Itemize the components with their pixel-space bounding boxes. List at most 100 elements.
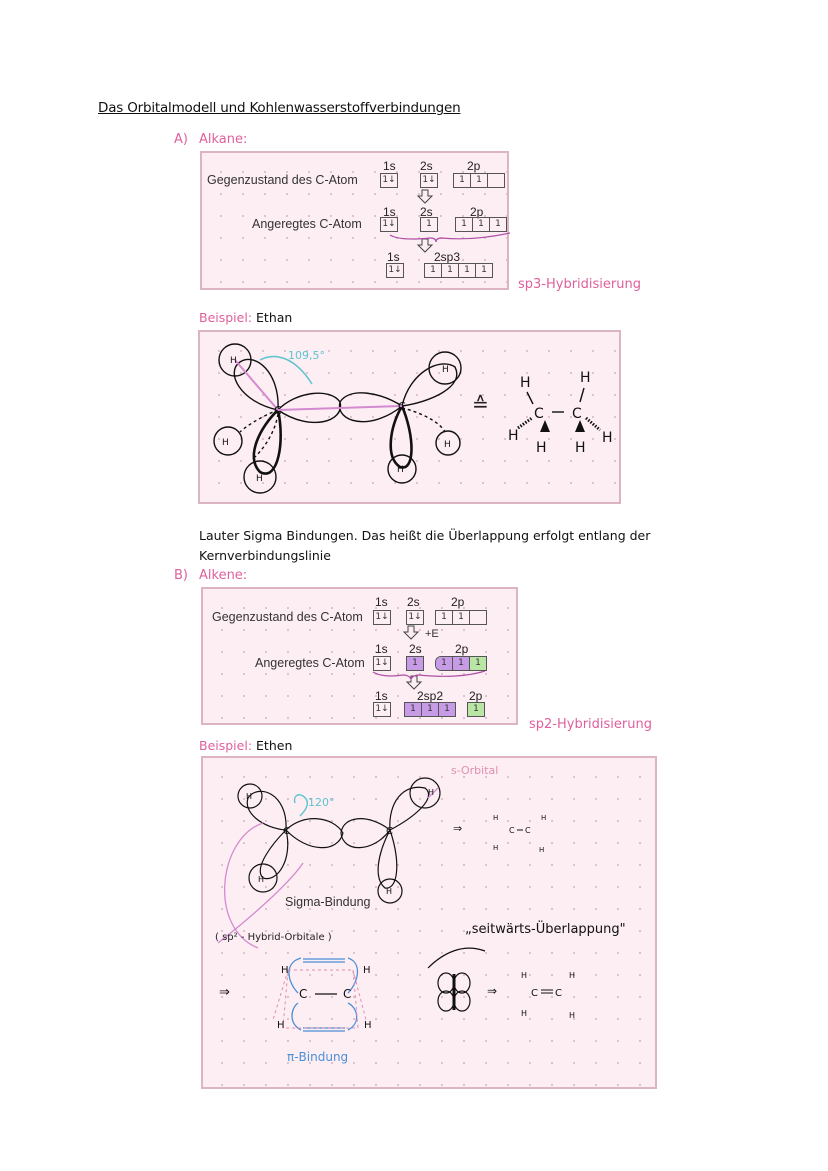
angle-label: 109,5° bbox=[288, 349, 325, 362]
ground-state-label: Gegenzustand des C-Atom bbox=[207, 173, 358, 187]
section-a-marker: A) bbox=[174, 132, 188, 147]
arrow-icon: ⇒ bbox=[453, 823, 463, 835]
svg-text:C: C bbox=[572, 406, 582, 422]
svg-text:H: H bbox=[536, 440, 547, 456]
down-arrow-icon bbox=[372, 625, 486, 690]
hybrid-orbital-label: ( sp² - Hybrid-Orbitale ) bbox=[215, 932, 332, 943]
svg-text:H: H bbox=[444, 440, 451, 450]
orbital-box-2p: 1 1 bbox=[435, 610, 487, 625]
orbital-box-2s: 1 bbox=[420, 217, 438, 232]
electron-cell: 1 bbox=[439, 703, 455, 716]
orbital-label-2p: 2p bbox=[470, 205, 484, 219]
svg-text:C: C bbox=[398, 400, 406, 413]
sp2-hybridization-label: sp2-Hybridisierung bbox=[529, 717, 652, 732]
example-label: Beispiel: bbox=[199, 310, 253, 325]
svg-text:H: H bbox=[442, 365, 449, 375]
electron-cell: 1↓ bbox=[375, 612, 389, 622]
angle-label: 120° bbox=[308, 796, 335, 809]
alkene-config-diagram: 1s 2s 2p Gegenzustand des C-Atom 1↓ 1↓ 1… bbox=[201, 587, 518, 725]
electron-cell: 1 bbox=[436, 611, 453, 624]
svg-text:H: H bbox=[363, 965, 371, 976]
excited-state-label: Angeregtes C-Atom bbox=[252, 217, 362, 231]
section-b-marker: B) bbox=[174, 568, 188, 583]
electron-cell: 1↓ bbox=[408, 612, 422, 622]
orbital-label-2sp3: 2sp3 bbox=[434, 250, 461, 264]
orbital-label-1s: 1s bbox=[375, 689, 388, 703]
orbital-label-1s: 1s bbox=[383, 159, 396, 173]
example-ethan: Beispiel: Ethan bbox=[199, 308, 292, 328]
orbital-box-1s: 1↓ bbox=[373, 656, 391, 671]
electron-cell: 1 bbox=[459, 264, 476, 277]
svg-text:C: C bbox=[274, 404, 282, 417]
orbital-label-2p: 2p bbox=[469, 689, 483, 703]
svg-text:H: H bbox=[246, 792, 252, 801]
svg-text:C: C bbox=[534, 406, 544, 422]
svg-text:H: H bbox=[521, 971, 527, 980]
electron-cell: 1 bbox=[453, 657, 470, 670]
svg-text:H: H bbox=[222, 438, 229, 448]
orbital-box-2p: 1 1 1 bbox=[455, 217, 507, 232]
svg-text:H: H bbox=[541, 814, 546, 822]
electron-cell: 1 bbox=[453, 611, 470, 624]
orbital-box-2p: 1 bbox=[467, 702, 485, 717]
electron-cell: 1 bbox=[425, 264, 442, 277]
svg-text:C: C bbox=[283, 826, 290, 837]
orbital-box-1s: 1↓ bbox=[373, 702, 391, 717]
arrow-icon: ⇒ bbox=[487, 984, 498, 998]
orbital-box-1s: 1↓ bbox=[386, 263, 404, 278]
electron-cell: 1↓ bbox=[375, 704, 389, 714]
svg-text:C: C bbox=[343, 987, 351, 1001]
pi-bond-label: π-Bindung bbox=[287, 1050, 349, 1064]
orbital-box-1s: 1↓ bbox=[380, 173, 398, 188]
svg-text:H: H bbox=[256, 474, 263, 484]
svg-text:C: C bbox=[525, 826, 531, 835]
svg-text:H: H bbox=[569, 1011, 575, 1020]
document-title: Das Orbitalmodell und Kohlenwasserstoffv… bbox=[98, 100, 461, 116]
example-name: Ethan bbox=[256, 310, 293, 325]
example-ethen: Beispiel: Ethen bbox=[199, 736, 292, 756]
orbital-label-1s: 1s bbox=[375, 642, 388, 656]
orbital-box-2p: 1 1 1 bbox=[435, 656, 487, 671]
equals-symbol: ≙ bbox=[472, 394, 489, 416]
svg-text:H: H bbox=[521, 1009, 527, 1018]
svg-text:C: C bbox=[531, 988, 538, 999]
orbital-box-2sp3: 1 1 1 1 bbox=[424, 263, 493, 278]
orbital-label-2s: 2s bbox=[420, 205, 433, 219]
svg-text:H: H bbox=[602, 430, 613, 446]
arrow-icon: ⇒ bbox=[219, 984, 230, 999]
sp3-hybridization-label: sp3-Hybridisierung bbox=[518, 277, 641, 292]
electron-cell: 1↓ bbox=[375, 658, 389, 668]
electron-cell: 1 bbox=[468, 703, 484, 716]
svg-text:H: H bbox=[539, 846, 544, 854]
electron-cell: 1 bbox=[471, 174, 488, 187]
orbital-label-1s: 1s bbox=[375, 595, 388, 609]
svg-text:C: C bbox=[386, 826, 393, 837]
svg-text:H: H bbox=[386, 887, 392, 896]
s-orbital-label: s-Orbital bbox=[451, 764, 499, 777]
electron-cell: 1 bbox=[454, 174, 471, 187]
electron-cell: 1 bbox=[442, 264, 459, 277]
svg-text:H: H bbox=[281, 965, 289, 976]
orbital-label-2p: 2p bbox=[451, 595, 465, 609]
electron-cell: 1↓ bbox=[382, 175, 396, 185]
section-a-heading: Alkane: bbox=[199, 132, 248, 147]
svg-text:C: C bbox=[299, 987, 307, 1001]
electron-cell: 1 bbox=[426, 219, 432, 229]
svg-text:H: H bbox=[397, 465, 404, 475]
svg-text:H: H bbox=[575, 440, 586, 456]
section-b-heading: Alkene: bbox=[199, 568, 248, 583]
electron-cell: 1 bbox=[470, 657, 486, 670]
energy-label: +E bbox=[425, 628, 439, 640]
orbital-box-2s: 1↓ bbox=[406, 610, 424, 625]
orbital-box-2p: 1 1 bbox=[453, 173, 505, 188]
orbital-box-2s: 1 bbox=[406, 656, 424, 671]
svg-text:H: H bbox=[428, 788, 434, 797]
sigma-bond-label: Sigma-Bindung bbox=[285, 895, 371, 909]
electron-cell: 1 bbox=[407, 657, 423, 670]
svg-text:H: H bbox=[508, 428, 519, 444]
orbital-label-1s: 1s bbox=[383, 205, 396, 219]
svg-text:H: H bbox=[493, 814, 498, 822]
